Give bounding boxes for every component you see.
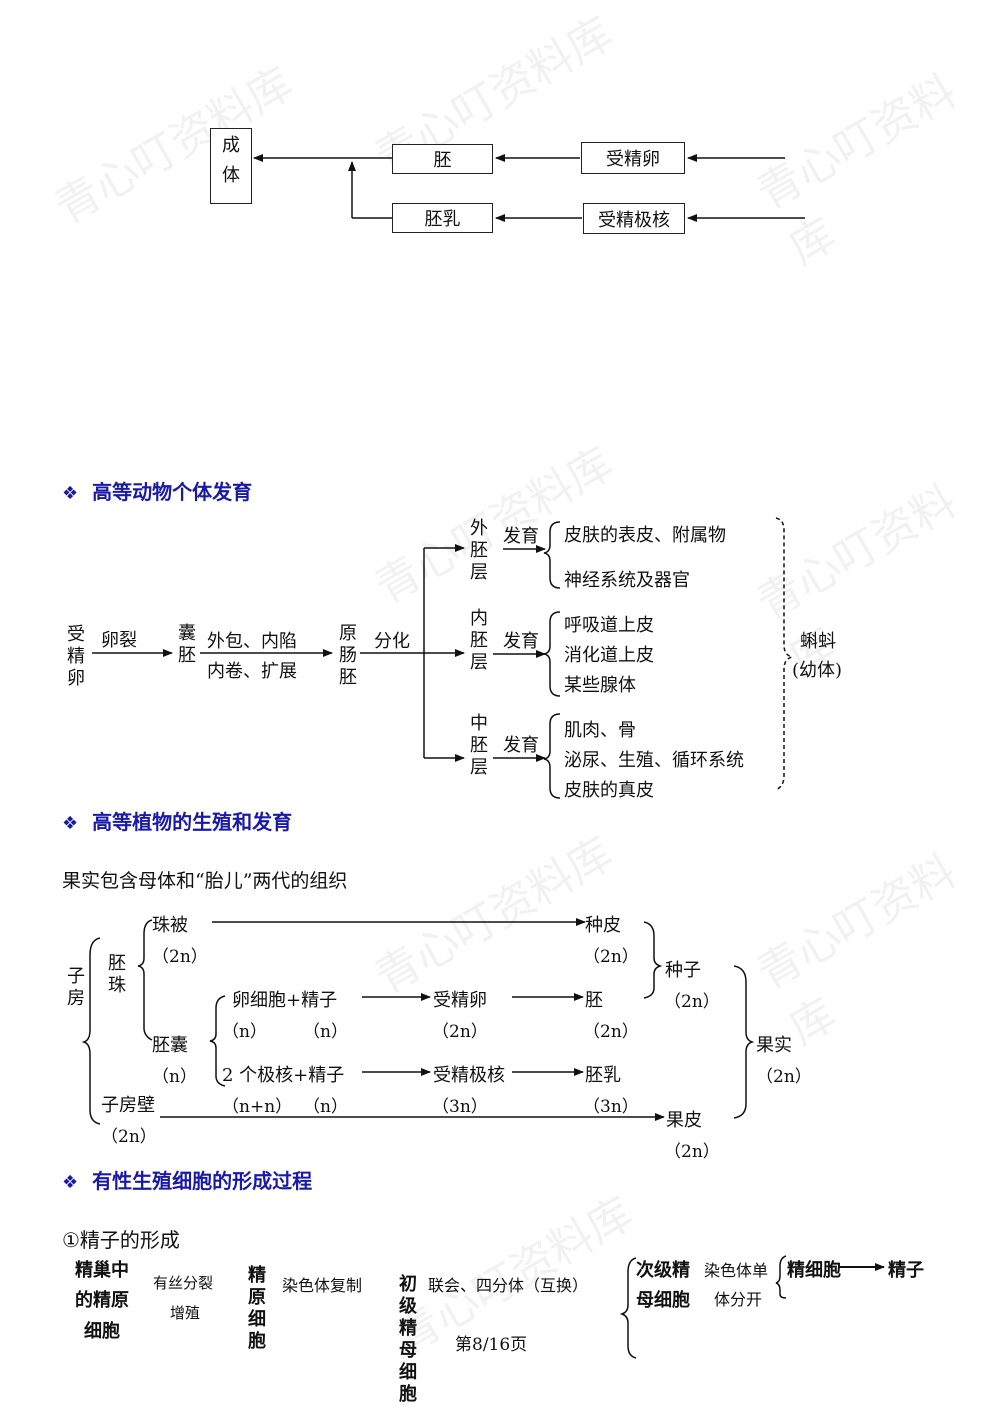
- section-title: 高等植物的生殖和发育: [92, 810, 293, 834]
- fert-polar-ploidy: （3n）: [432, 1097, 488, 1117]
- endo-item: 某些腺体: [564, 675, 636, 696]
- section-title: 有性生殖细胞的形成过程: [92, 1169, 313, 1193]
- testis-cell-line: 的精原: [75, 1290, 129, 1311]
- sperm2-ploidy: （n）: [303, 1097, 348, 1117]
- sperm-label: 精子: [888, 1260, 924, 1281]
- cleavage-label: 卵裂: [101, 630, 137, 651]
- endo-item: 呼吸道上皮: [564, 615, 654, 636]
- testis-cell-line: 细胞: [84, 1321, 120, 1342]
- embryo-sac-label: 胚囊: [152, 1035, 188, 1056]
- blastula-label: 囊胚: [178, 623, 196, 666]
- mitosis-label: 有丝分裂: [153, 1274, 214, 1292]
- zygote-ploidy: （2n）: [432, 1022, 488, 1042]
- endosperm-box: 胚乳: [392, 203, 493, 233]
- process-top-label: 外包、内陷: [207, 631, 297, 652]
- ovule-label: 胚珠: [108, 953, 126, 996]
- polar-ploidy: （n+n）: [222, 1097, 293, 1117]
- polar-sperm-label: 2 个极核+精子: [222, 1065, 345, 1086]
- diamond-bullet-icon: ❖: [62, 1172, 79, 1193]
- section-heading-gametes: ❖ 有性生殖细胞的形成过程: [62, 1165, 312, 1194]
- pericarp-ploidy: （2n）: [664, 1142, 720, 1162]
- testis-cell-line: 精巢中: [75, 1260, 129, 1281]
- diamond-bullet-icon: ❖: [62, 483, 79, 504]
- section-heading-animal: ❖ 高等动物个体发育: [62, 476, 252, 505]
- integument-ploidy: （2n）: [152, 947, 208, 967]
- pericarp-label: 果皮: [666, 1110, 702, 1131]
- embryo-label: 胚: [585, 990, 603, 1011]
- meso-item: 肌肉、骨: [564, 720, 636, 741]
- develop-label-meso: 发育: [503, 735, 539, 756]
- ovary-wall-ploidy: （2n）: [101, 1127, 157, 1147]
- ovary-wall-label: 子房壁: [101, 1095, 155, 1116]
- seed-coat-ploidy: （2n）: [583, 947, 639, 967]
- ectoderm-label: 外胚层: [470, 518, 488, 583]
- chromatid-split-label: 体分开: [714, 1290, 763, 1309]
- meso-item: 泌尿、生殖、循环系统: [564, 750, 744, 771]
- diamond-bullet-icon: ❖: [62, 813, 79, 834]
- zygote-label: 受精卵: [67, 624, 85, 689]
- chromatid-split-label: 染色体单: [704, 1261, 769, 1280]
- zygote-label: 受精卵: [433, 990, 487, 1011]
- develop-label-endo: 发育: [503, 631, 539, 652]
- chromosome-duplication-label: 染色体复制: [282, 1276, 363, 1295]
- meso-item: 皮肤的真皮: [564, 780, 654, 801]
- section-heading-plant: ❖ 高等植物的生殖和发育: [62, 806, 292, 835]
- embryo-ploidy: （2n）: [583, 1022, 639, 1042]
- develop-label-ecto: 发育: [503, 526, 539, 547]
- primary-spermatocyte-label: 初级精母细胞: [399, 1274, 417, 1405]
- synapsis-label: 联会、四分体（互换）: [428, 1276, 589, 1295]
- sperm-formation-subheading: ①精子的形成: [62, 1228, 180, 1252]
- secondary-spermatocyte-label: 次级精: [636, 1260, 690, 1281]
- egg-sperm-label: 卵细胞+精子: [232, 990, 338, 1011]
- differentiation-label: 分化: [374, 631, 410, 652]
- endoderm-label: 内胚层: [470, 608, 488, 673]
- endosperm-label: 胚乳: [585, 1065, 621, 1086]
- fruit-ploidy: （2n）: [756, 1067, 812, 1087]
- secondary-spermatocyte-label: 母细胞: [636, 1290, 690, 1311]
- fertilized-egg-box: 受精卵: [581, 142, 685, 174]
- seed-ploidy: （2n）: [664, 992, 720, 1012]
- ecto-item: 神经系统及器官: [564, 570, 690, 591]
- fertilized-polar-nuclei-box: 受精极核: [583, 203, 685, 234]
- seed-coat-label: 种皮: [585, 915, 621, 936]
- spermatid-label: 精细胞: [787, 1260, 841, 1281]
- egg-ploidy: （n）: [222, 1022, 267, 1042]
- mitosis-label: 增殖: [170, 1304, 201, 1322]
- mesoderm-label: 中胚层: [470, 713, 488, 778]
- embryo-box: 胚: [392, 144, 493, 174]
- endo-item: 消化道上皮: [564, 645, 654, 666]
- embryo-sac-ploidy: （n）: [152, 1067, 197, 1087]
- adult-box: 成体: [210, 128, 252, 204]
- process-bottom-label: 内卷、扩展: [207, 661, 297, 682]
- section-title: 高等动物个体发育: [92, 480, 253, 504]
- adult-label: 成体: [222, 135, 240, 186]
- fruit-label: 果实: [756, 1035, 792, 1056]
- fert-polar-label: 受精极核: [433, 1065, 505, 1086]
- endosperm-ploidy: （3n）: [583, 1097, 639, 1117]
- spermatogonium-label: 精原细胞: [248, 1265, 266, 1352]
- ecto-item: 皮肤的表皮、附属物: [564, 525, 726, 546]
- sperm-ploidy: （n）: [303, 1022, 348, 1042]
- larva-label: (幼体): [792, 660, 843, 681]
- plant-intro-text: 果实包含母体和“胎儿”两代的组织: [62, 870, 348, 892]
- ovary-label: 子房: [67, 966, 85, 1009]
- integument-label: 珠被: [152, 915, 188, 936]
- tadpole-label: 蝌蚪: [800, 631, 836, 652]
- seed-label: 种子: [665, 960, 701, 981]
- page-number: 第8/16页: [455, 1335, 528, 1355]
- gastrula-label: 原肠胚: [339, 623, 357, 688]
